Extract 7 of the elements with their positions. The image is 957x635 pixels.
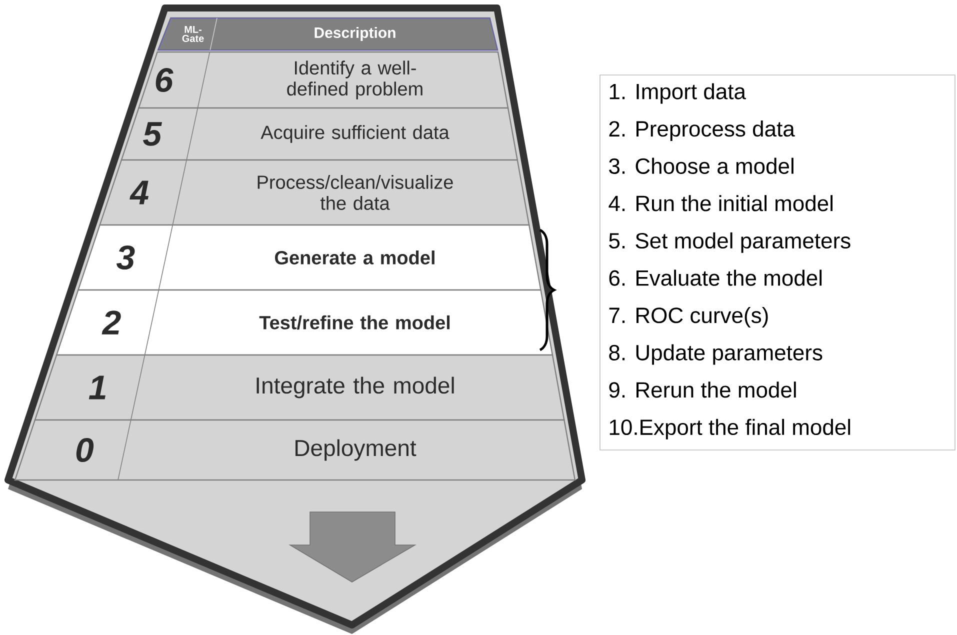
step-list: 1. Import data 2. Preprocess data 3. Choose a model 4. Run the initial model 5. Set model parameters 6. Evaluate the model 7. ROC curve(s) 8. Update parameters 9. Rerun the model 10.Export the final model [600, 74, 956, 450]
table-row: 5 Acquire sufficient data [120, 107, 518, 161]
table-header: ML-Gate Description [157, 17, 498, 51]
table-row: 1 Integrate the model [34, 354, 565, 421]
table-row: 4 Process/clean/visualize the data [99, 159, 530, 226]
table-row: 0 Deployment [14, 419, 576, 481]
table-row: 2 Test/refine the model [56, 289, 554, 356]
